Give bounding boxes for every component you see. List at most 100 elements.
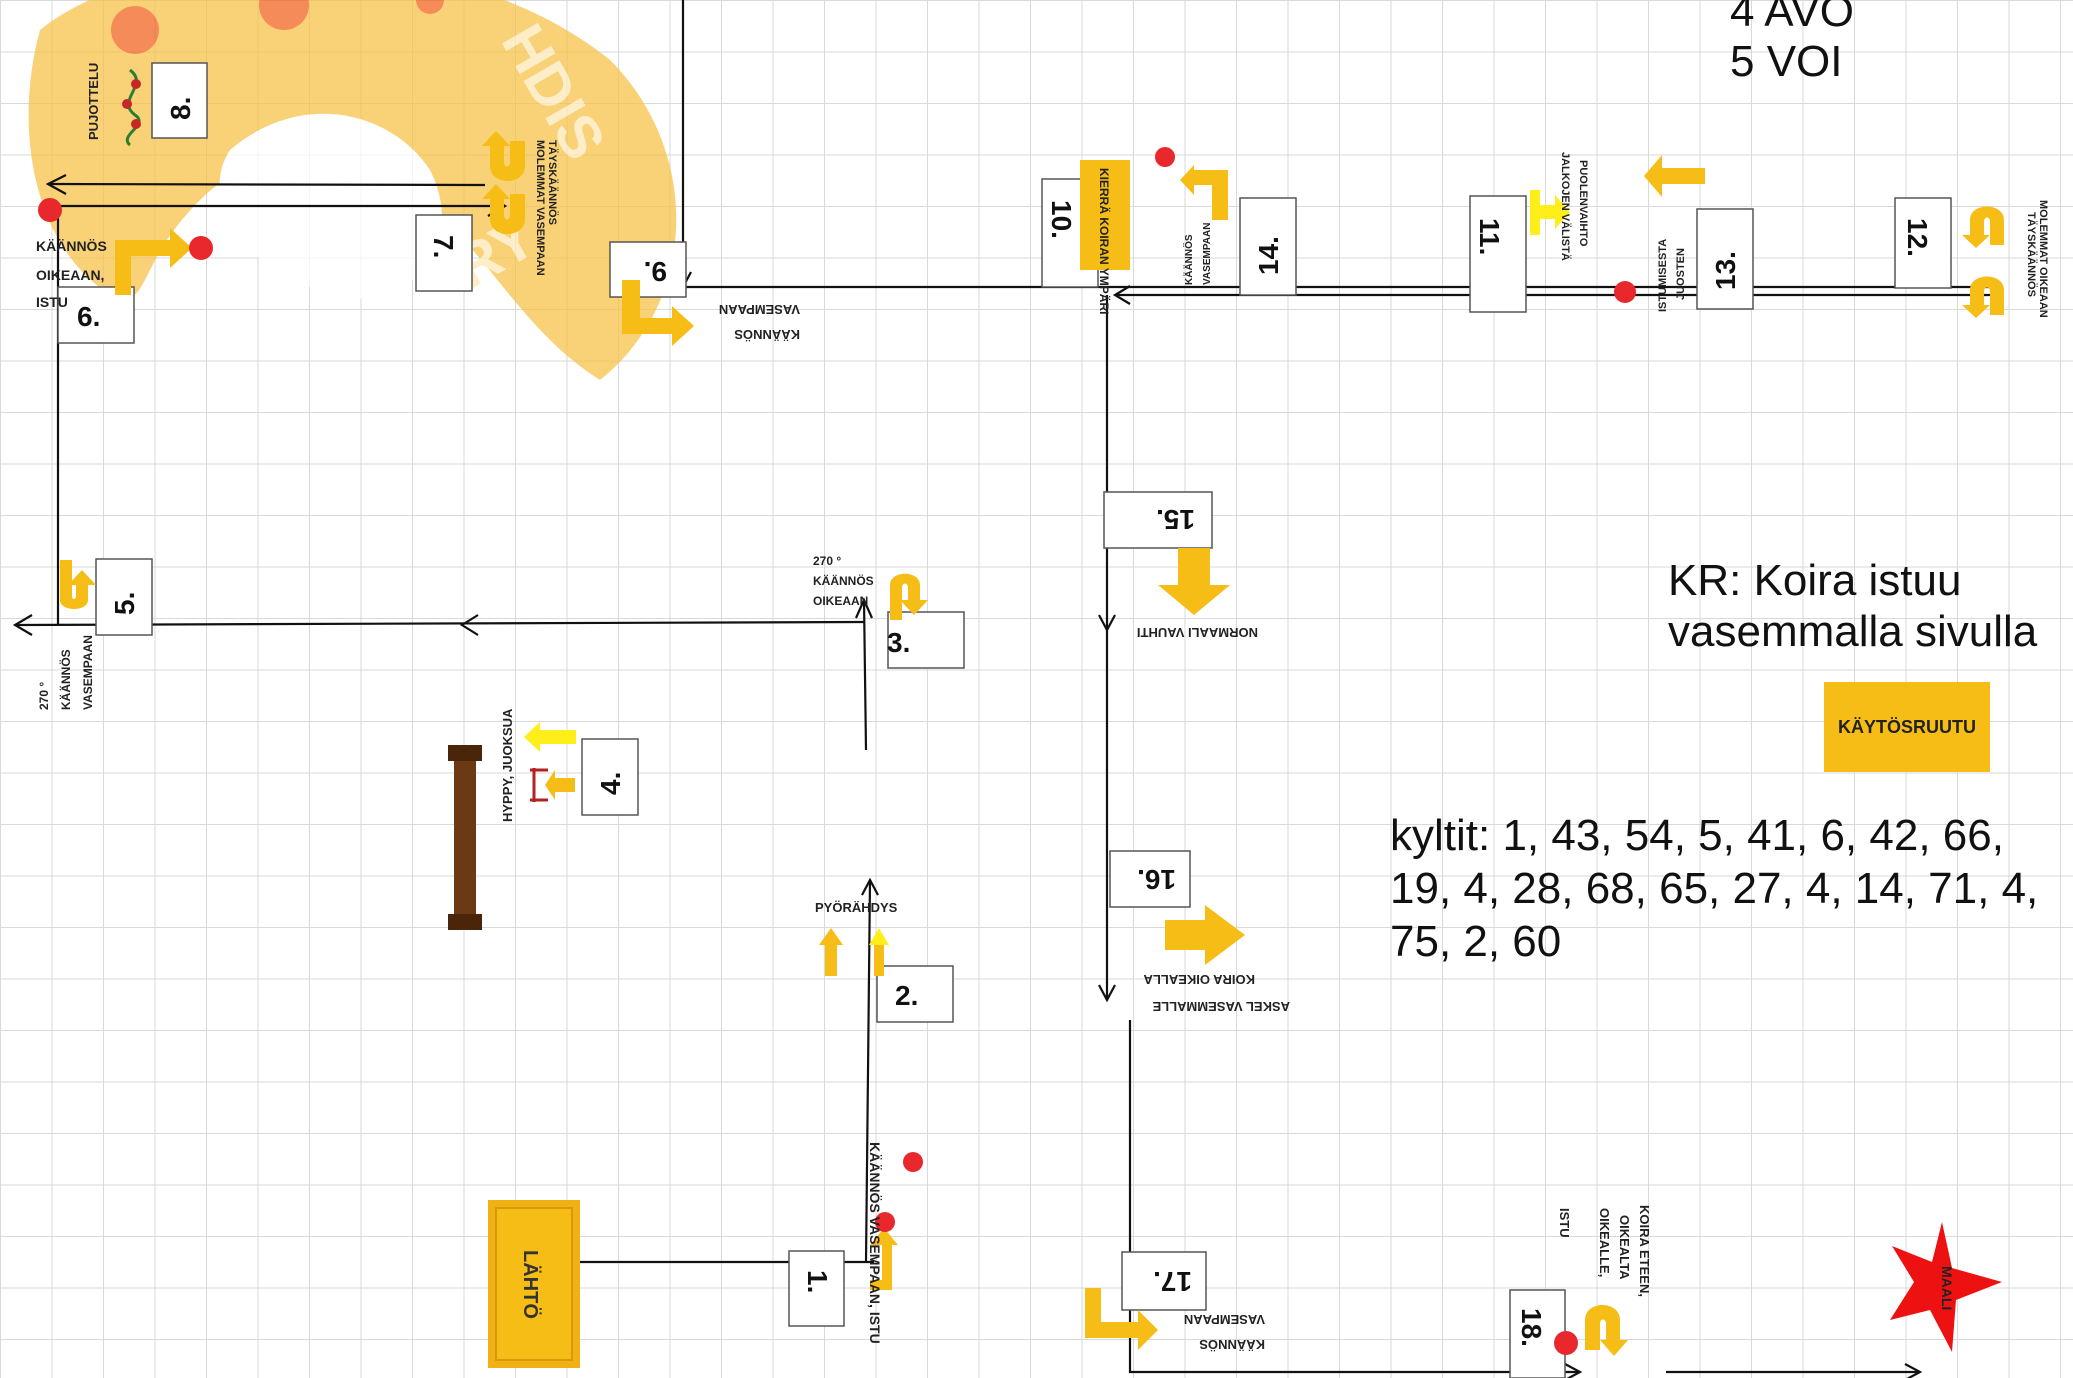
- down-arrow-icon-15: [1158, 548, 1230, 615]
- station-11-number: 11.: [1474, 218, 1505, 255]
- jump-arrow-icon-4: [540, 730, 576, 744]
- station-14: 14.: [1239, 197, 1297, 296]
- station-10-number: 10.: [1046, 200, 1077, 239]
- sign-5-line3: VASEMPAAN: [81, 635, 95, 710]
- station-4: 4.: [581, 738, 639, 816]
- station-13: 13.: [1696, 208, 1754, 310]
- right-arrow-icon-16: [1165, 905, 1245, 965]
- sign-14-line1: KÄÄNNÖS: [1182, 234, 1195, 285]
- sign-3-line2: KÄÄNNÖS: [813, 573, 874, 588]
- sign-6-line3: ISTU: [36, 294, 68, 310]
- station-15-number: 15.: [1156, 504, 1195, 535]
- sign-14-line2: VASEMPAAN: [1202, 223, 1213, 285]
- swap-arrow-icon-11: [1530, 190, 1570, 235]
- sign-5-line2: KÄÄNNÖS: [58, 649, 73, 710]
- sign-labels: KÄÄNNÖS VASEMPAAN, ISTU PYÖRÄHDYS 270 ° …: [36, 63, 2049, 1352]
- station-9-number: 9.: [644, 256, 667, 287]
- sign-8-label: PUJOTTELU: [86, 63, 101, 140]
- sign-12-line1: MOLEMMAT OIKEAAN: [2037, 200, 2049, 318]
- slalom-icon: [122, 68, 141, 147]
- station-18-number: 18.: [1516, 1308, 1547, 1347]
- full-turn-left-icon-7b: [482, 184, 525, 234]
- station-12-number: 12.: [1902, 218, 1933, 257]
- station-17: 17.: [1121, 1251, 1207, 1311]
- station-6: 6.: [57, 286, 135, 344]
- turn-right-270-icon-3: [890, 573, 928, 620]
- sign-18-line1: KOIRA ETEEN,: [1637, 1205, 1652, 1297]
- full-turn-left-icon-7a: [482, 131, 525, 181]
- sign-13-line2: JUOSTEN: [1675, 248, 1687, 300]
- legend-box: KÄYTÖSRUUTU: [1824, 682, 1990, 772]
- sign-17-line2: VASEMPAAN: [1184, 1312, 1265, 1327]
- station-5: 5.: [95, 558, 153, 636]
- spin-arrow-icon-2b: [874, 942, 884, 976]
- sign-6-line1: KÄÄNNÖS: [36, 238, 107, 254]
- front-turn-icon-18: [1585, 1305, 1628, 1356]
- station-4-number: 4.: [595, 772, 626, 795]
- turn-arrow-icons: [60, 131, 2004, 1356]
- sign-11-line2: JALKOJEN VÄLISTÄ: [1559, 152, 1572, 261]
- sign-16-line1: KOIRA OIKEALLA: [1143, 972, 1255, 987]
- turn-right-icon-6: [115, 228, 192, 295]
- station-15: 15.: [1103, 491, 1213, 549]
- sign-9-line2: VASEMPAAN: [719, 302, 800, 317]
- stop-markers: [38, 147, 1636, 1355]
- full-turn-right-icon-12b: [1962, 276, 2004, 318]
- station-9: 9.: [609, 241, 687, 298]
- station-3: 3.: [887, 611, 965, 669]
- station-12: 12.: [1894, 197, 1952, 289]
- class-heading: 4 AVO 5 VOI: [1730, 0, 1854, 86]
- station-7-number: 7.: [428, 235, 459, 258]
- left-arrow-icon-13: [1644, 155, 1705, 197]
- circle-dog-sign-10: [1080, 160, 1130, 270]
- sign-17-line1: KÄÄNNÖS: [1199, 1337, 1265, 1352]
- full-turn-right-icon-12a: [1962, 206, 2004, 248]
- turn-left-icon-9: [622, 280, 694, 346]
- sign-18-line2: OIKEALTA: [1617, 1215, 1632, 1280]
- sign-11-line1: PUOLENVAIHTO: [1577, 160, 1589, 247]
- station-2: 2.: [876, 965, 954, 1023]
- turn-left-270-icon-5: [60, 560, 96, 609]
- station-numbers: 1. 2. 3. 4. 5. 6. 7. 8.: [57, 62, 1952, 1378]
- sign-18-line3: OIKEALLE,: [1597, 1208, 1612, 1277]
- spin-arrow-icon-2a: [825, 942, 837, 976]
- turn-left-icon-17: [1085, 1288, 1158, 1350]
- sign-18-line4: ISTU: [1557, 1208, 1572, 1238]
- station-6-number: 6.: [77, 301, 100, 332]
- station-2-number: 2.: [895, 980, 918, 1011]
- hurdle-bar: [448, 745, 482, 930]
- station-1: 1.: [788, 1250, 845, 1327]
- station-8-number: 8.: [165, 97, 196, 120]
- class-heading-line-1: 4 AVO: [1730, 0, 1854, 36]
- course-path: [12, 0, 1990, 1378]
- sign-13-line1: ISTUMISESTA: [1657, 239, 1669, 312]
- station-3-number: 3.: [887, 627, 910, 658]
- finish-label: MAALI: [1939, 1266, 1955, 1310]
- sign-12-line2: TÄYSKÄÄNNÖS: [2025, 212, 2038, 297]
- start-label: LÄHTÖ: [519, 1250, 542, 1319]
- station-7: 7.: [415, 214, 473, 292]
- turn-left-arrow-icon-1: [870, 1228, 898, 1290]
- station-14-number: 14.: [1253, 236, 1284, 275]
- sign-7-line2: TÄYSKÄÄNNÖS: [546, 140, 559, 225]
- hurdle-icon-small: [530, 768, 548, 802]
- station-16: 16.: [1109, 850, 1191, 908]
- finish-star: MAALI: [1890, 1222, 2002, 1352]
- station-18: 18.: [1509, 1289, 1566, 1378]
- sign-16-line2: ASKEL VASEMMALLE: [1152, 999, 1290, 1014]
- station-16-number: 16.: [1137, 864, 1176, 895]
- station-5-number: 5.: [109, 592, 140, 615]
- sign-5-line1: 270 °: [37, 682, 51, 710]
- sign-15-label: NORMAALI VAUHTI: [1137, 625, 1258, 640]
- sign-list: kyltit: 1, 43, 54, 5, 41, 6, 42, 66, 19,…: [1390, 811, 2039, 966]
- sign-4-label: HYPPY, JUOKSUA: [500, 708, 515, 822]
- sign-2-label: PYÖRÄHDYS: [815, 900, 898, 915]
- station-17-number: 17.: [1153, 1266, 1192, 1297]
- station-8: 8.: [151, 62, 208, 139]
- station-1-number: 1.: [802, 1270, 833, 1293]
- sign-1-label: KÄÄNNÖS VASEMPAAN, ISTU: [867, 1142, 883, 1344]
- sign-3-line3: OIKEAAN: [813, 594, 868, 608]
- sign-3-line1: 270 °: [813, 554, 841, 568]
- start-block: LÄHTÖ: [488, 1200, 580, 1368]
